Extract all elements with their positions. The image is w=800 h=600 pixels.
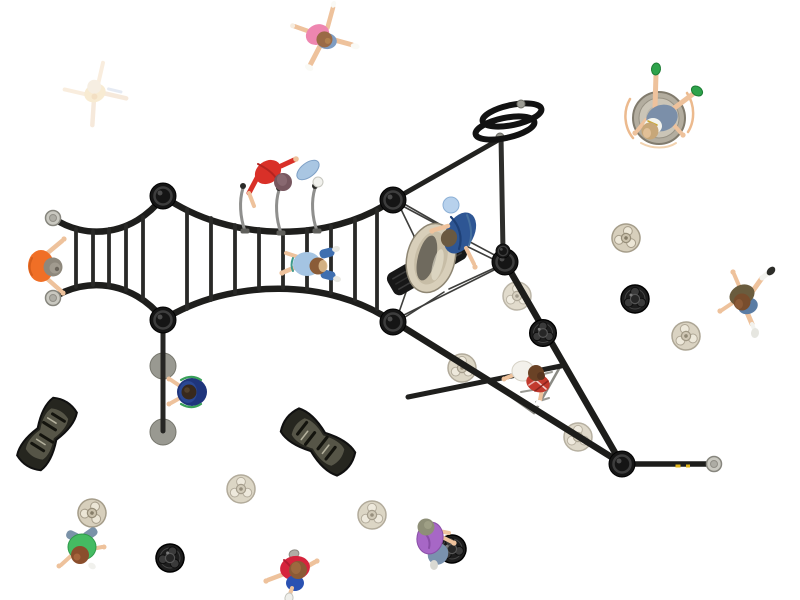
post-cap (705, 455, 723, 473)
bridge-rungs (74, 207, 379, 311)
wheel-toy (611, 223, 641, 253)
child-green (56, 527, 107, 570)
hub-joint (149, 182, 177, 210)
wheel-toy (620, 284, 650, 314)
wheel-toy-faded (226, 474, 256, 504)
hub-coupling (495, 243, 511, 259)
wheel-toy (77, 498, 107, 528)
child-purple (416, 518, 457, 570)
balance-stone (16, 396, 78, 472)
child-ghost (62, 60, 129, 128)
wheel-spinner-on-bar (528, 318, 558, 348)
wheel-toy (155, 543, 185, 573)
grab-handle (275, 185, 286, 236)
climbing-drum (405, 222, 457, 294)
child-navy (166, 375, 207, 409)
child-pink (290, 0, 360, 71)
hub-joint (149, 306, 177, 334)
hub-joint (379, 308, 407, 336)
wheel-toy (671, 321, 701, 351)
post-cap (44, 289, 62, 307)
child-in-spinner (632, 62, 704, 140)
grab-handle (311, 183, 322, 234)
child-plaid-skirt (501, 360, 550, 406)
child-lightblue-crawling (279, 245, 341, 283)
wheel-toy-faded (357, 500, 387, 530)
child-red-bottom (263, 549, 320, 600)
child-runner (717, 266, 776, 338)
bridge-rails (49, 192, 397, 326)
balance-stone (279, 407, 357, 477)
child-drum-climber (429, 196, 478, 270)
child-orange (26, 236, 67, 296)
hub-joint (379, 186, 407, 214)
post-cap (44, 209, 62, 227)
child-red-hanging (246, 156, 324, 208)
hub-joint (608, 450, 636, 478)
spinner-rings (472, 99, 545, 143)
grab-handle (239, 183, 250, 234)
bar-label (675, 464, 690, 468)
